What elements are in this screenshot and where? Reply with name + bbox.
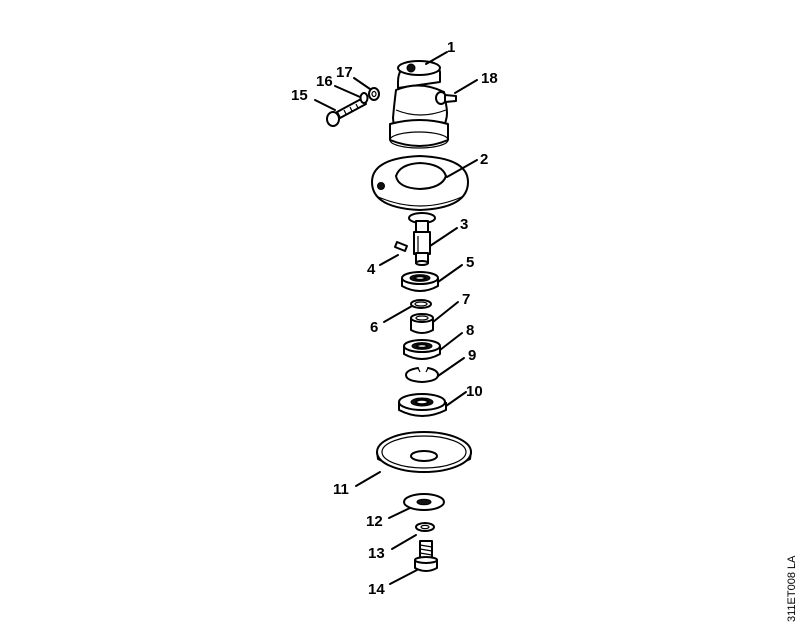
leader-5 [437, 264, 463, 283]
part-3-shaft [408, 212, 436, 266]
part-6-snap-ring [410, 299, 432, 309]
callout-2: 2 [480, 151, 488, 168]
part-1-gear-head [389, 60, 449, 149]
part-17-washer [368, 87, 380, 101]
callout-6: 6 [370, 319, 378, 336]
part-5-bearing [401, 271, 439, 292]
part-2-dish-plate [371, 155, 469, 211]
leader-9 [437, 357, 465, 377]
callout-13: 13 [368, 545, 385, 562]
leader-4 [379, 254, 399, 266]
leader-6 [383, 305, 413, 323]
callout-16: 16 [316, 73, 333, 90]
leader-2 [446, 159, 478, 178]
leader-8 [439, 332, 463, 351]
part-14-screw [414, 540, 438, 572]
callout-4: 4 [367, 261, 376, 278]
callout-18: 18 [481, 70, 498, 87]
callout-8: 8 [466, 322, 474, 339]
leader-16 [334, 85, 361, 98]
callout-5: 5 [466, 254, 474, 271]
leader-11 [355, 471, 381, 487]
leader-7 [432, 301, 459, 323]
part-9-circlip [405, 367, 439, 383]
callout-9: 9 [468, 347, 476, 364]
callout-10: 10 [466, 383, 483, 400]
callout-labels: 1 2 3 4 5 6 7 8 9 10 11 12 13 14 15 16 1… [291, 39, 498, 598]
part-13-washer [415, 522, 435, 532]
figure-code: 311ET008 LA [786, 555, 798, 622]
part-16-washer [359, 92, 369, 104]
callout-17: 17 [336, 64, 353, 81]
leader-lines [314, 51, 478, 585]
callout-14: 14 [368, 581, 385, 598]
part-11-cup [376, 431, 472, 473]
part-10-thrust-plate [398, 393, 447, 417]
part-4-pin [394, 241, 408, 252]
callout-7: 7 [462, 291, 470, 308]
part-15-bolt [326, 97, 367, 127]
part-8-bearing [403, 339, 441, 360]
part-12-washer-plate [403, 493, 445, 511]
part-7-sleeve [410, 313, 434, 334]
leader-15 [314, 99, 336, 111]
leader-1 [425, 51, 448, 65]
leader-12 [388, 507, 411, 519]
leader-13 [391, 534, 417, 550]
callout-3: 3 [460, 216, 468, 233]
leader-18 [454, 79, 478, 94]
callout-15: 15 [291, 87, 308, 104]
part-18-screw [435, 91, 457, 105]
leader-17 [353, 77, 371, 90]
callout-11: 11 [333, 481, 349, 498]
leader-10 [445, 391, 467, 407]
callout-12: 12 [366, 513, 383, 530]
leader-3 [429, 227, 458, 247]
callout-1: 1 [447, 39, 455, 56]
leader-14 [389, 569, 418, 585]
